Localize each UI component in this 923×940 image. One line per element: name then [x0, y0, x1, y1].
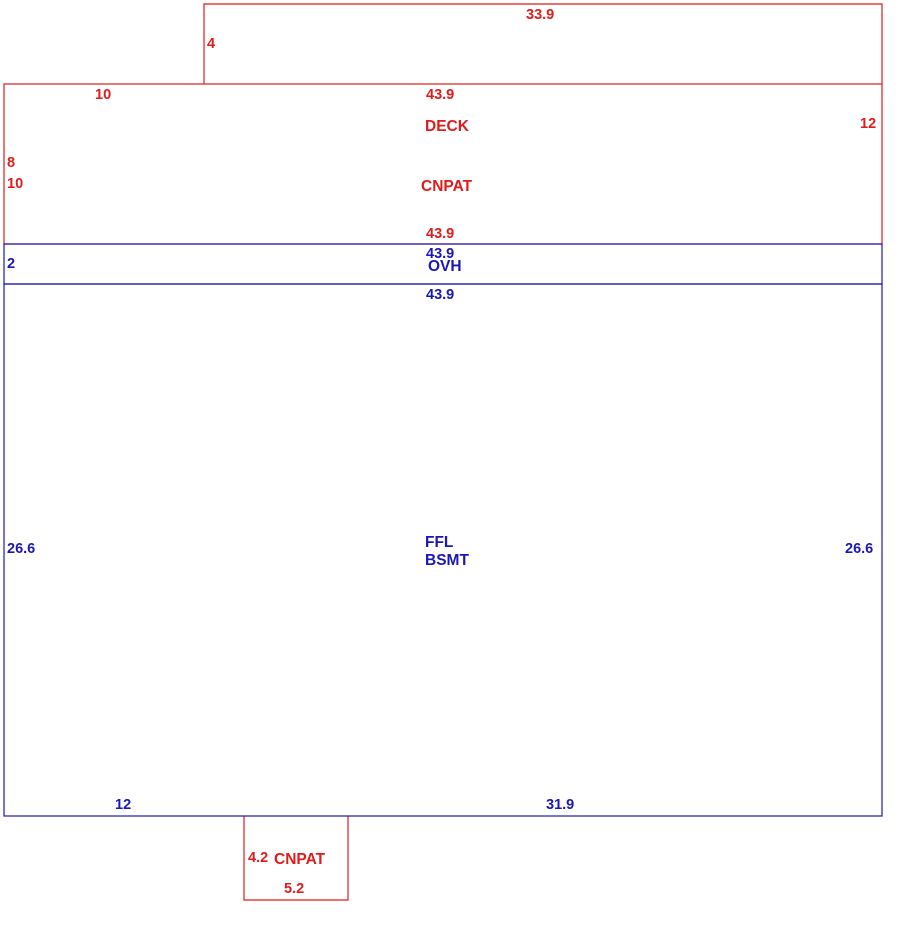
deck-left-label-lower: 10: [7, 176, 23, 192]
deck-outline: [3, 83, 883, 245]
deck-right-label: 12: [860, 116, 876, 132]
basement-left-label: 26.6: [7, 541, 35, 557]
overhang-top-label: 43.9: [426, 246, 454, 262]
blue-outlines: [3, 243, 883, 817]
red-labels: 33.9 4 10 43.9 DECK 12 8 10 CNPAT 43.9 4…: [7, 7, 876, 897]
front-patio-width-label: 5.2: [284, 881, 304, 897]
basement-name-line1: FFL: [425, 534, 453, 551]
deck-left-label-upper: 8: [7, 155, 15, 171]
front-patio-depth-label: 4.2: [248, 850, 268, 866]
deck-top-left-label: 10: [95, 87, 111, 103]
top-addition-depth-label: 4: [207, 36, 215, 52]
top-addition-outline: [203, 3, 883, 84]
deck-top-label: 43.9: [426, 87, 454, 103]
overhang-left-label: 2: [7, 256, 15, 272]
basement-outline: [3, 283, 883, 817]
basement-right-label: 26.6: [845, 541, 873, 557]
red-outlines: [3, 3, 883, 901]
overhang-bottom-label: 43.9: [426, 287, 454, 303]
basement-name-line2: BSMT: [425, 552, 469, 569]
blue-labels: 43.9 2 OVH 43.9 FFL 26.6 26.6 BSMT 12 31…: [7, 246, 873, 813]
deck-sub-name-label: CNPAT: [421, 178, 473, 195]
overhang-name-label: OVH: [428, 258, 462, 275]
front-patio-outline: [243, 816, 349, 901]
deck-bottom-label: 43.9: [426, 226, 454, 242]
front-patio-name-label: CNPAT: [274, 851, 326, 868]
top-addition-width-label: 33.9: [526, 7, 554, 23]
deck-name-label: DECK: [425, 118, 470, 135]
basement-bottom-right-label: 31.9: [546, 797, 574, 813]
basement-bottom-left-label: 12: [115, 797, 131, 813]
